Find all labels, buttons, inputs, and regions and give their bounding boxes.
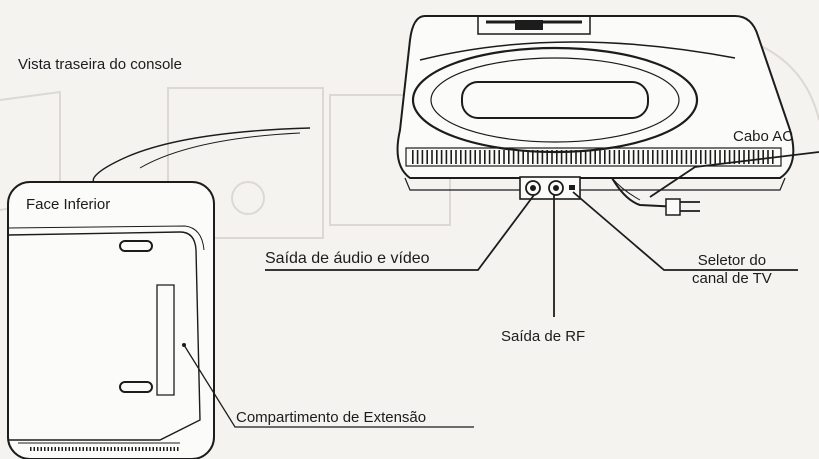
channel-switch <box>569 185 575 190</box>
expansion-slot-label: Compartimento de Extensão <box>236 409 427 426</box>
bottom-face-panel <box>7 181 215 459</box>
tv-selector-leader <box>572 191 798 271</box>
av-out-label: Saída de áudio e vídeo <box>265 250 430 267</box>
console-illustration <box>396 15 795 216</box>
tv-channel-selector-line1: Seletor do <box>697 252 767 269</box>
expansion-slot-leader <box>183 344 474 428</box>
rf-port <box>548 180 564 196</box>
rear-view-label: Vista traseira do console <box>18 56 182 73</box>
ac-cable-label: Cabo AC <box>733 128 794 145</box>
av-out-leader <box>265 194 535 271</box>
tv-channel-selector-label: Seletor do canal de TV <box>692 252 772 288</box>
rear-view-leader-inner <box>139 132 301 169</box>
tv-channel-selector-line2: canal de TV <box>692 270 772 287</box>
rf-out-label: Saída de RF <box>501 328 586 345</box>
ac-cable-leader <box>649 151 819 198</box>
bottom-face-label: Face Inferior <box>26 196 111 213</box>
rear-view-leader <box>92 127 311 184</box>
